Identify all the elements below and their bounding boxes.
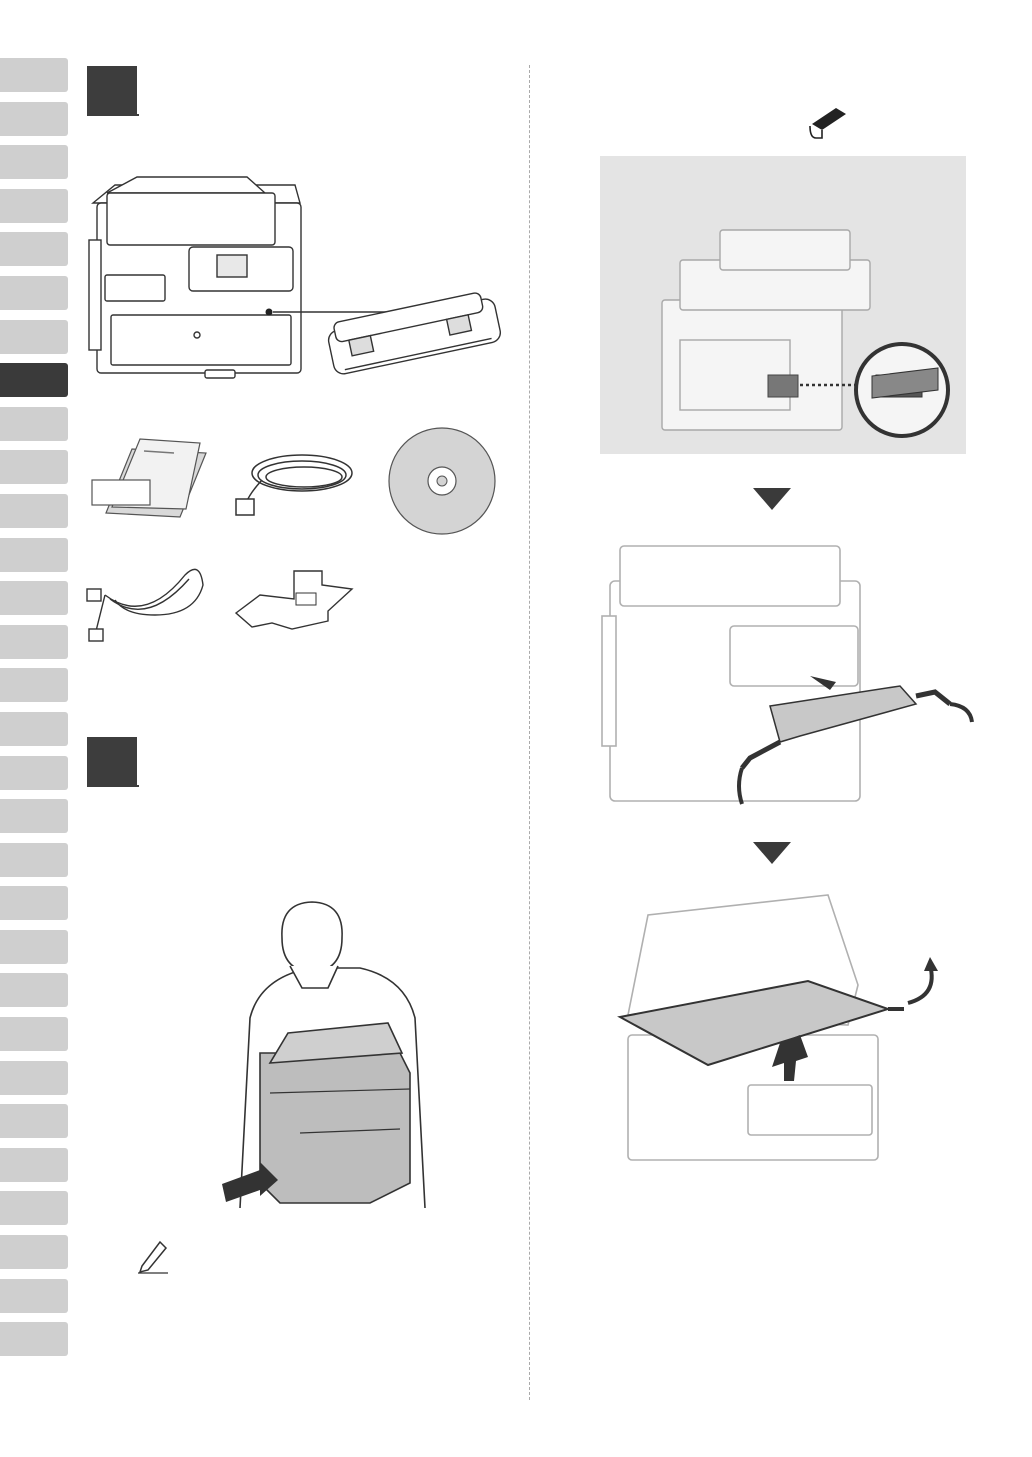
language-tab	[0, 1322, 68, 1356]
step-underline-contents	[87, 114, 139, 116]
language-tab	[0, 407, 68, 441]
language-tab	[0, 1017, 68, 1051]
language-tab	[0, 58, 68, 92]
step-marker-contents	[87, 66, 137, 116]
language-tab	[0, 320, 68, 354]
step-underline-move-machine	[87, 785, 139, 787]
remove-protective-sheet-illustration	[608, 885, 948, 1163]
paper-guide-part-illustration	[232, 565, 362, 635]
language-tab	[0, 1235, 68, 1269]
language-tab	[0, 494, 68, 528]
column-divider	[529, 65, 530, 1400]
language-tab	[0, 712, 68, 746]
language-tab	[0, 756, 68, 790]
tape-icon	[806, 104, 848, 142]
language-tab	[0, 276, 68, 310]
language-tab	[0, 843, 68, 877]
language-tab	[0, 668, 68, 702]
language-tab	[0, 1148, 68, 1182]
language-tab	[0, 1191, 68, 1225]
language-tab	[0, 450, 68, 484]
language-tab	[0, 363, 68, 397]
pencil-note-icon	[136, 1236, 170, 1274]
down-arrow-icon	[753, 488, 791, 510]
language-tab	[0, 102, 68, 136]
printer-with-toner-illustration	[85, 175, 505, 405]
language-tab	[0, 1061, 68, 1095]
cd-rom-illustration	[386, 425, 498, 537]
language-tab	[0, 1279, 68, 1313]
telephone-cable-illustration	[85, 555, 215, 645]
language-tab	[0, 145, 68, 179]
power-cord-illustration	[232, 445, 362, 520]
language-tab	[0, 973, 68, 1007]
down-arrow-icon	[753, 842, 791, 864]
language-tab	[0, 930, 68, 964]
language-tab	[0, 799, 68, 833]
language-tab	[0, 581, 68, 615]
language-tab	[0, 189, 68, 223]
step-marker-move-machine	[87, 737, 137, 787]
language-tab	[0, 625, 68, 659]
language-tab	[0, 1104, 68, 1138]
language-tab-strip	[0, 58, 68, 1366]
manuals-illustration	[88, 435, 208, 520]
remove-packing-tape-illustration	[600, 536, 980, 816]
printer-rear-usb-illustration	[640, 220, 960, 450]
language-tab	[0, 538, 68, 572]
language-tab	[0, 886, 68, 920]
language-tab	[0, 232, 68, 266]
person-carrying-machine-illustration	[220, 898, 440, 1216]
